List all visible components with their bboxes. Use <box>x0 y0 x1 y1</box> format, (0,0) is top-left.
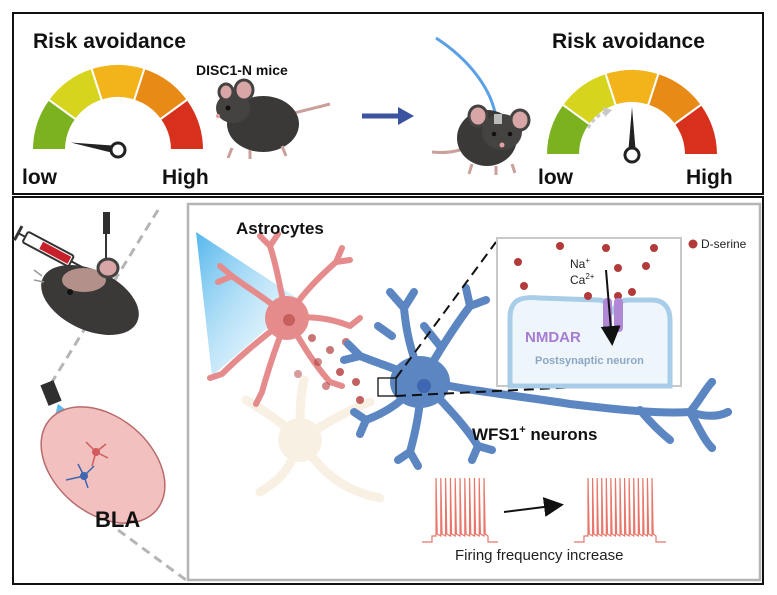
postsynaptic-label: Postsynaptic neuron <box>535 355 644 367</box>
right-risk-gauge <box>544 68 720 164</box>
right-gauge-title: Risk avoidance <box>552 30 705 53</box>
before-spike-train <box>422 477 498 543</box>
calcium-ion-label: Ca2+ <box>570 272 595 287</box>
zoom-detail-frame <box>186 202 762 582</box>
nmdar-label: NMDAR <box>525 329 581 346</box>
faded-background-neuron <box>241 375 385 503</box>
firing-caption: Firing frequency increase <box>455 547 623 564</box>
synapse-zoom-line-top <box>395 241 497 379</box>
gauge-shift-arrow-head <box>603 107 612 117</box>
left-gauge-needle <box>70 142 119 154</box>
right-gauge-segment-5 <box>672 103 720 156</box>
astrocytes-label: Astrocytes <box>236 219 324 238</box>
firing-trace-after <box>574 477 666 543</box>
optogenetic-mouse-illustration <box>431 36 531 175</box>
astrocyte-cell <box>207 231 363 407</box>
zoom-line-bottom <box>117 528 187 582</box>
left-gauge-pivot <box>109 141 127 159</box>
injection-illustration <box>13 212 139 335</box>
disc1-mouse-illustration <box>216 78 331 159</box>
left-gauge-low-label: low <box>22 166 58 189</box>
zoom-line-top <box>50 209 160 383</box>
left-risk-gauge <box>30 63 206 159</box>
synapse-inset <box>496 237 682 389</box>
brain-region-illustration <box>40 380 166 524</box>
condition-transition-arrow <box>362 107 414 125</box>
firing-trace-before <box>422 477 498 543</box>
right-gauge-high-label: High <box>686 166 733 189</box>
neuron-label: WFS1+ neurons <box>472 424 597 444</box>
right-gauge-needle <box>628 107 636 155</box>
left-gauge-segment-5 <box>158 98 206 151</box>
left-gauge-high-label: High <box>162 166 209 189</box>
brain-region-label: BLA <box>95 507 140 532</box>
right-gauge-low-label: low <box>538 166 574 189</box>
d-serine-legend-label: D-serine <box>701 237 747 251</box>
d-serine-legend-marker <box>688 239 698 249</box>
synapse-zoom-box <box>377 377 397 397</box>
left-gauge-title: Risk avoidance <box>33 30 186 53</box>
after-spike-train <box>574 477 666 543</box>
right-gauge-pivot <box>623 146 641 164</box>
sodium-ion-label: Na+ <box>570 256 590 271</box>
firing-increase-arrow <box>503 497 564 517</box>
mouse-label: DISC1-N mice <box>196 62 288 78</box>
